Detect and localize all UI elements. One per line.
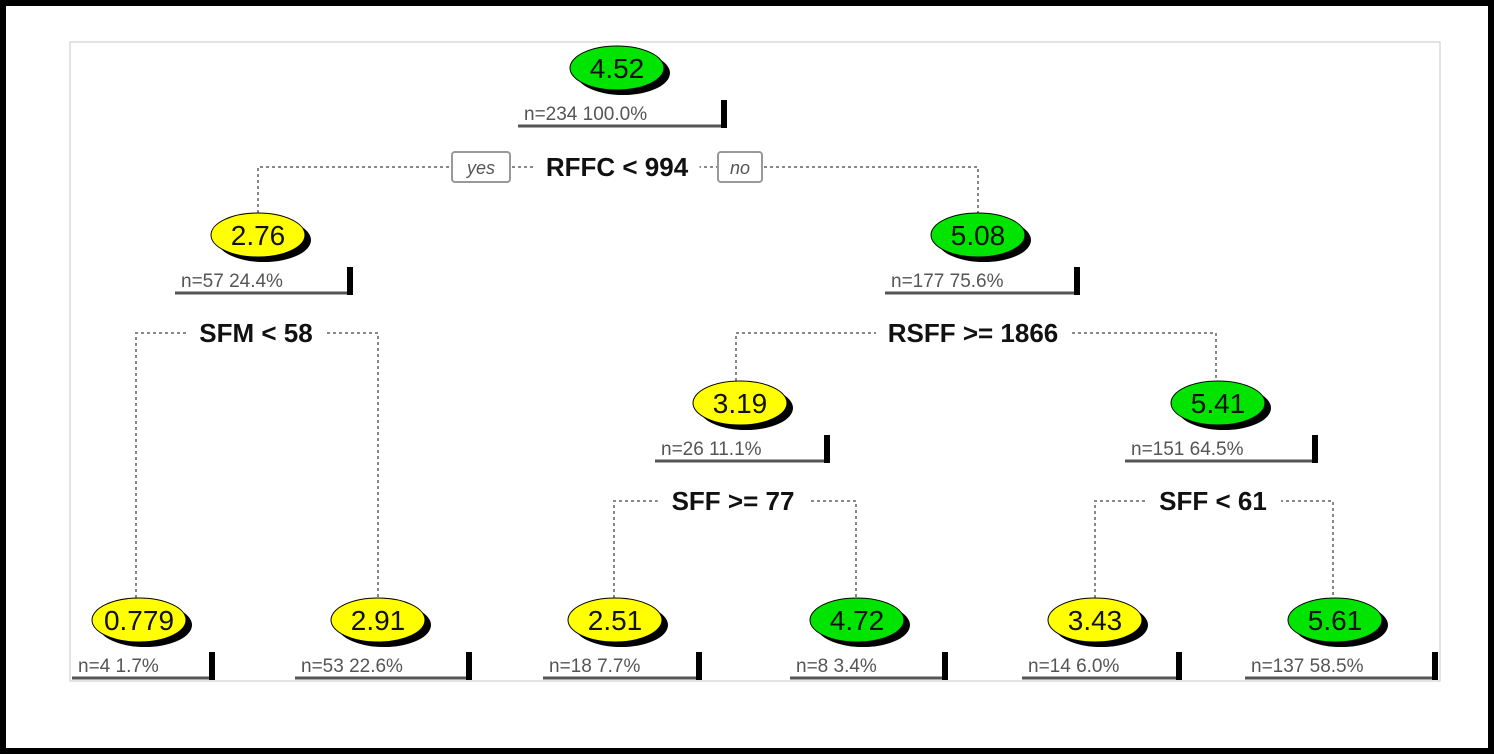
tree-node-rr: SFF < 61 5.41 n=151 64.5% — [1094, 380, 1334, 598]
node-stats: n=53 22.6% — [301, 656, 403, 677]
tree-node-rll: 2.51 n=18 7.7% — [543, 597, 702, 680]
stats-bar — [696, 652, 702, 680]
split-label: SFF < 61 — [1159, 486, 1267, 516]
stats-bar — [1432, 652, 1438, 680]
split-label-bg — [188, 317, 324, 349]
node-ellipse — [1170, 380, 1266, 426]
split-label-bg — [657, 485, 809, 517]
node-value: 3.43 — [1068, 605, 1123, 636]
edge-label-box-yes — [451, 151, 511, 183]
tree-node-r: RSFF >= 1866 5.08 n=177 75.6% — [735, 212, 1217, 381]
edge-label-yes: yes — [465, 158, 495, 178]
node-stats: n=57 24.4% — [181, 271, 283, 292]
node-ellipse — [91, 597, 187, 643]
node-stats: n=234 100.0% — [524, 104, 647, 125]
node-ellipse — [567, 597, 663, 643]
node-value: 0.779 — [104, 605, 174, 636]
stats-bar — [1074, 267, 1080, 295]
node-ellipse — [692, 380, 788, 426]
tree-node-lr: 2.91 n=53 22.6% — [295, 597, 472, 680]
stats-bar — [466, 652, 472, 680]
split-label-bg — [1145, 485, 1281, 517]
split-label: RFFC < 994 — [546, 152, 689, 182]
node-stats: n=4 1.7% — [78, 656, 159, 677]
node-ellipse — [809, 597, 905, 643]
edge-label-no: no — [730, 158, 750, 178]
decision-tree: yes no RFFC < 994 4.52 n=234 100.0% SFM < 58 2… — [69, 41, 1441, 682]
node-stats: n=8 3.4% — [796, 656, 877, 677]
node-value: 5.08 — [951, 220, 1006, 251]
node-value: 3.19 — [713, 388, 768, 419]
node-stats: n=14 6.0% — [1028, 656, 1119, 677]
node-ellipse — [210, 212, 306, 258]
node-value: 5.61 — [1308, 605, 1363, 636]
tree-canvas: yes no RFFC < 994 4.52 n=234 100.0% SFM < 58 2… — [6, 6, 1488, 748]
node-ellipse — [569, 45, 665, 91]
edge-label-box-no — [717, 151, 763, 183]
node-stats: n=177 75.6% — [891, 271, 1004, 292]
node-stats: n=151 64.5% — [1131, 439, 1244, 460]
node-ellipse — [1047, 597, 1143, 643]
plot-panel — [69, 41, 1441, 682]
node-ellipse — [330, 597, 426, 643]
node-value: 2.91 — [351, 605, 406, 636]
stats-bar — [347, 267, 353, 295]
split-edges — [257, 166, 979, 213]
stats-bar — [1176, 652, 1182, 680]
stats-bar — [721, 100, 727, 128]
tree-node-rlr: 4.72 n=8 3.4% — [790, 597, 948, 680]
node-stats: n=18 7.7% — [549, 656, 640, 677]
tree-node-ll: 0.779 n=4 1.7% — [72, 597, 215, 680]
node-stats: n=26 11.1% — [661, 439, 762, 460]
node-value: 2.76 — [231, 220, 286, 251]
node-value: 4.72 — [830, 605, 885, 636]
split-label-bg — [876, 317, 1070, 349]
stats-bar — [209, 652, 215, 680]
tree-node-rl: SFF >= 77 3.19 n=26 11.1% — [613, 380, 857, 598]
tree-node-rrl: 3.43 n=14 6.0% — [1022, 597, 1182, 680]
tree-node-rrr: 5.61 n=137 58.5% — [1245, 597, 1438, 680]
node-stats: n=137 58.5% — [1251, 656, 1364, 677]
node-value: 2.51 — [588, 605, 643, 636]
stats-bar — [942, 652, 948, 680]
node-value: 4.52 — [590, 53, 645, 84]
tree-node-l: SFM < 58 2.76 n=57 24.4% — [135, 212, 379, 598]
stats-bar — [1312, 435, 1318, 463]
split-label: SFF >= 77 — [672, 486, 795, 516]
split-label-bg — [534, 151, 700, 183]
stats-bar — [824, 435, 830, 463]
node-ellipse — [1287, 597, 1383, 643]
node-ellipse — [930, 212, 1026, 258]
split-label: RSFF >= 1866 — [888, 318, 1059, 348]
node-value: 5.41 — [1191, 388, 1246, 419]
split-label: SFM < 58 — [199, 318, 312, 348]
tree-node-root: yes no RFFC < 994 4.52 n=234 100.0% — [257, 45, 979, 213]
